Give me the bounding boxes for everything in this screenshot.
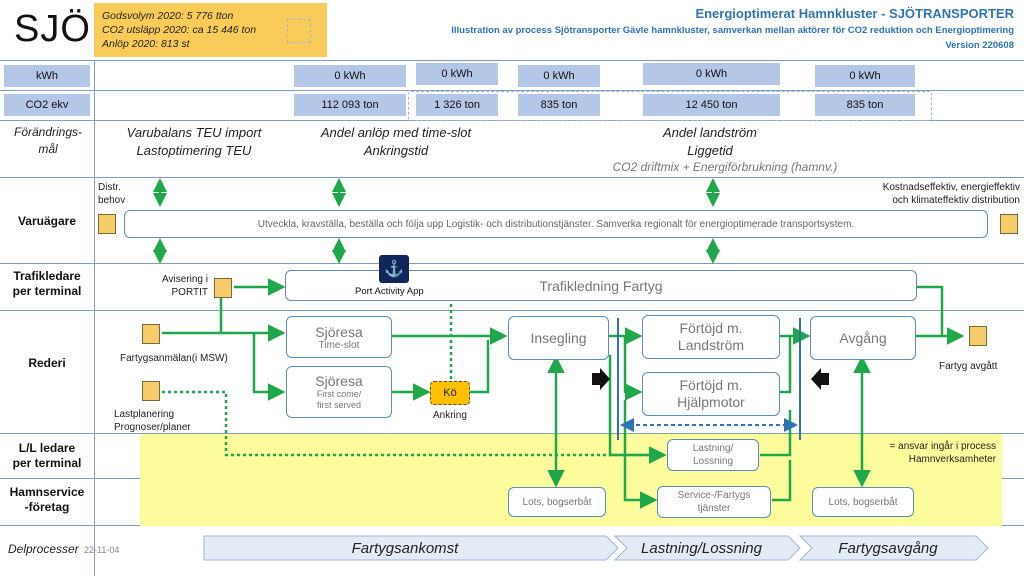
app-label: Port Activity App bbox=[355, 286, 424, 297]
lastplanering-note: Lastplanering Prognoser/planer bbox=[114, 409, 191, 433]
avgang-box[interactable]: Avgång bbox=[810, 316, 916, 360]
responsibility-legend: = ansvar ingår i process Hamnverksamhete… bbox=[889, 441, 996, 465]
phase-ankomst: Fartygsankomst bbox=[351, 539, 459, 557]
lane-varuagare: Varuägare bbox=[17, 214, 77, 228]
insegling-label: Insegling bbox=[530, 330, 587, 346]
co2-value: 835 ton bbox=[815, 94, 915, 116]
phase-chevrons bbox=[203, 535, 989, 561]
landstrom-label: Förtöjd m. Landström bbox=[677, 320, 745, 353]
varuagare-bar[interactable]: Utveckla, kravställa, beställa och följa… bbox=[124, 210, 988, 238]
lastning-box[interactable]: Lastning/ Lossning bbox=[667, 439, 759, 471]
sjoresa-title: Sjöresa bbox=[315, 373, 363, 389]
kwh-value: 0 kWh bbox=[294, 65, 406, 87]
co2-value: 12 450 ton bbox=[643, 94, 780, 116]
msw-note: Fartygsanmälan(i MSW) bbox=[120, 353, 228, 364]
page-subtitle: Illustration av process Sjötransporter G… bbox=[451, 25, 1014, 36]
co2-dashed-group bbox=[408, 91, 932, 121]
sjoresa-timeslot[interactable]: Sjöresa Time-slot bbox=[286, 316, 392, 358]
avgang-label: Avgång bbox=[839, 330, 887, 346]
sjoresa-sub: First come/ first served bbox=[316, 389, 362, 410]
goal-col3-note: CO2 driftmix + Energiförbrukning (hamnv.… bbox=[612, 160, 838, 174]
sjoresa-fcfs[interactable]: Sjöresa First come/ first served bbox=[286, 366, 392, 418]
kwh-value: 0 kWh bbox=[815, 65, 915, 87]
logo: SJÖ bbox=[14, 8, 91, 50]
hjalpmotor-box[interactable]: Förtöjd m. Hjälpmotor bbox=[642, 372, 780, 416]
placeholder-icon bbox=[287, 19, 311, 43]
info-line: CO2 utsläpp 2020: ca 15 446 ton bbox=[102, 24, 257, 36]
lane-ll-ledare: L/L ledare per terminal bbox=[12, 441, 82, 470]
phase-avgang: Fartygsavgång bbox=[838, 539, 938, 557]
lastning-label: Lastning/ Lossning bbox=[692, 443, 734, 467]
ankring-note: Ankring bbox=[433, 410, 467, 421]
lane-hamnservice: Hamnservice -företag bbox=[9, 485, 85, 514]
lots-box-2[interactable]: Lots, bogserbåt bbox=[812, 487, 914, 517]
lots-label: Lots, bogserbåt bbox=[828, 496, 898, 508]
co2-value: 835 ton bbox=[518, 94, 600, 116]
kwh-value: 0 kWh bbox=[416, 63, 498, 85]
varuagare-end-box bbox=[1000, 214, 1018, 234]
info-box: Godsvolym 2020: 5 776 tton CO2 utsläpp 2… bbox=[94, 3, 327, 57]
goals-label: Förändrings- mål bbox=[13, 125, 83, 156]
landstrom-box[interactable]: Förtöjd m. Landström bbox=[642, 315, 780, 359]
ko-label: Kö bbox=[443, 387, 457, 399]
trafikledning-text: Trafikledning Fartyg bbox=[539, 277, 663, 294]
date-stamp: 22-11-04 bbox=[84, 545, 120, 555]
distr-behov-note: Distr. behov bbox=[98, 182, 126, 206]
phase-lastning: Lastning/Lossning bbox=[641, 539, 762, 557]
msw-box bbox=[142, 324, 160, 344]
goal-col3: Andel landström Liggetid bbox=[663, 125, 757, 158]
kwh-value: 0 kWh bbox=[518, 65, 600, 87]
anchor-app-icon[interactable]: ⚓ bbox=[379, 255, 409, 283]
kostnadseffektiv-note: Kostnadseffektiv, energieffektiv och kli… bbox=[882, 182, 1020, 206]
service-box[interactable]: Service-/Fartygs tjänster bbox=[657, 486, 771, 518]
lots-label: Lots, bogserbåt bbox=[522, 496, 592, 508]
co2-value: 1 326 ton bbox=[416, 94, 498, 116]
varuagare-start-box bbox=[98, 214, 116, 234]
hjalpmotor-label: Förtöjd m. Hjälpmotor bbox=[677, 377, 745, 410]
lots-box-1[interactable]: Lots, bogserbåt bbox=[508, 487, 606, 517]
avgatt-box bbox=[969, 326, 987, 346]
version: Version 220608 bbox=[945, 40, 1014, 51]
page-title: Energioptimerat Hamnkluster - SJÖTRANSPO… bbox=[695, 6, 1014, 21]
info-line: Anlöp 2020: 813 st bbox=[102, 38, 190, 50]
kwh-value: 0 kWh bbox=[643, 63, 780, 85]
avgatt-note: Fartyg avgått bbox=[939, 361, 998, 372]
avisering-box bbox=[214, 278, 232, 298]
goal-col2: Andel anlöp med time-slot Ankringstid bbox=[320, 125, 472, 158]
lane-rederi: Rederi bbox=[28, 356, 66, 370]
goal-col1: Varubalans TEU import Lastoptimering TEU bbox=[126, 125, 262, 158]
ko-box[interactable]: Kö bbox=[430, 381, 470, 405]
service-label: Service-/Fartygs tjänster bbox=[677, 490, 751, 514]
lane-delprocesser: Delprocesser bbox=[8, 542, 79, 556]
kwh-label: kWh bbox=[4, 65, 90, 87]
lane-trafikledare: Trafikledare per terminal bbox=[12, 269, 82, 298]
co2-label: CO2 ekv bbox=[4, 94, 90, 116]
info-line: Godsvolym 2020: 5 776 tton bbox=[102, 10, 234, 22]
co2-value: 112 093 ton bbox=[294, 94, 406, 116]
varuagare-bar-text: Utveckla, kravställa, beställa och följa… bbox=[257, 218, 855, 230]
insegling-box[interactable]: Insegling bbox=[508, 316, 609, 360]
sjoresa-title: Sjöresa bbox=[315, 323, 363, 340]
avisering-note: Avisering i PORTIT bbox=[162, 274, 208, 298]
sjoresa-sub: Time-slot bbox=[318, 339, 360, 351]
lastplanering-box bbox=[142, 381, 160, 401]
